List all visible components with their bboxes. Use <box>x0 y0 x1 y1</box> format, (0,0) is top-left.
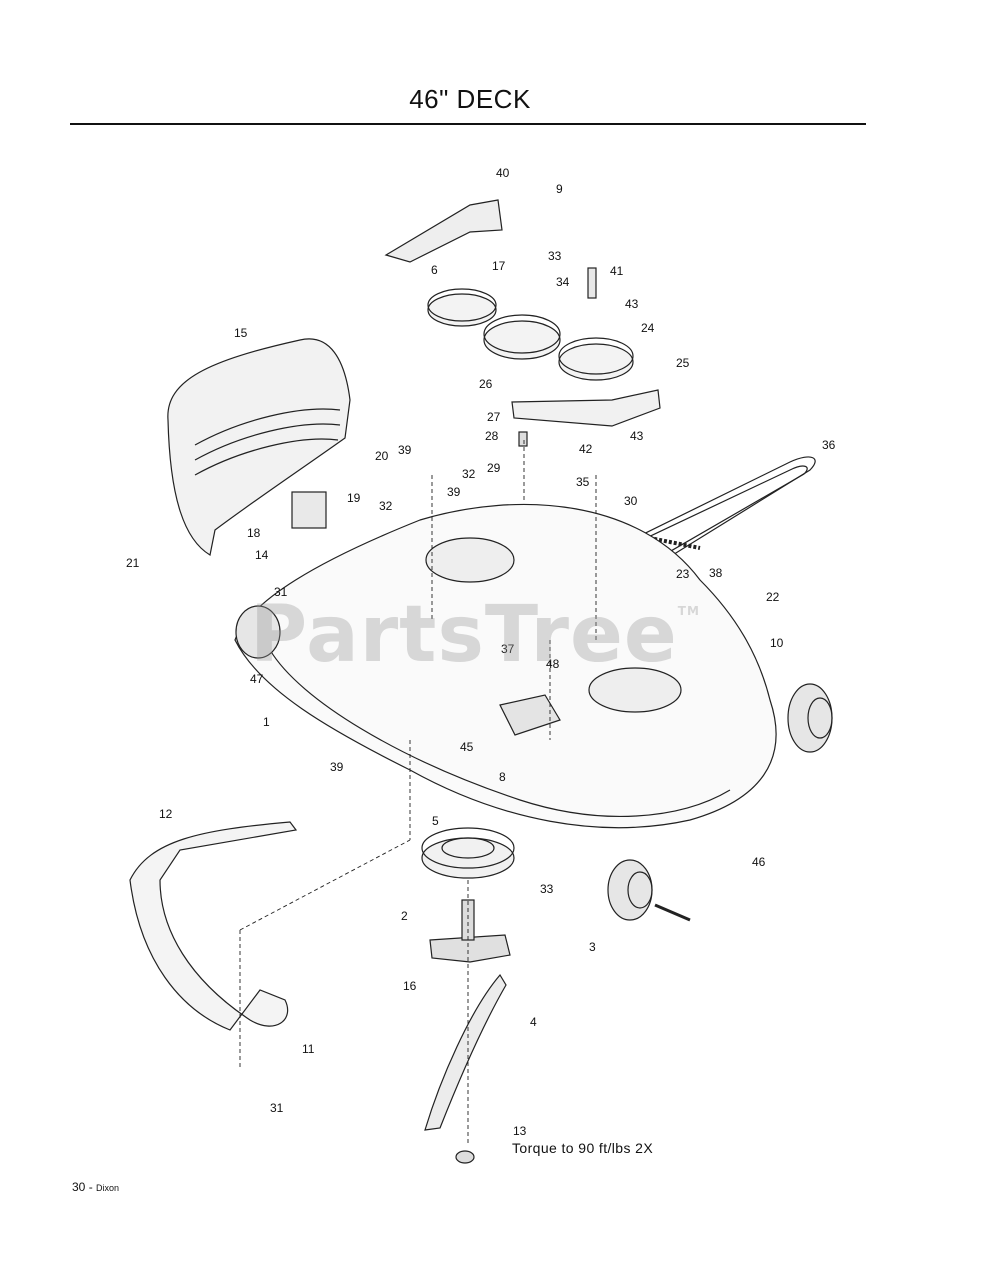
front-wheel-part <box>787 683 833 753</box>
callout-12: 12 <box>159 807 173 821</box>
callout-30: 30 <box>624 494 638 508</box>
callout-21: 21 <box>126 556 140 570</box>
callout-47: 47 <box>250 672 264 686</box>
callout-13: 13 <box>513 1124 527 1138</box>
callout-48: 48 <box>546 657 560 671</box>
callout-33: 33 <box>548 249 562 263</box>
callout-5: 5 <box>432 814 439 828</box>
callout-43: 43 <box>625 297 639 311</box>
callout-45: 45 <box>460 740 474 754</box>
idler-bracket-part <box>511 389 661 427</box>
callout-36: 36 <box>822 438 836 452</box>
footer-separator: - <box>88 1180 93 1194</box>
callout-26: 26 <box>479 377 493 391</box>
callout-33: 33 <box>540 882 554 896</box>
rear-wheel-part <box>607 859 653 921</box>
callout-19: 19 <box>347 491 361 505</box>
callout-8: 8 <box>499 770 506 784</box>
page-title: 46" DECK <box>409 84 531 114</box>
callout-37: 37 <box>501 642 515 656</box>
baffle-part <box>129 821 298 1031</box>
belt-cover-part <box>384 199 503 263</box>
callout-22: 22 <box>766 590 780 604</box>
callout-10: 10 <box>770 636 784 650</box>
callout-31: 31 <box>270 1101 284 1115</box>
callout-39: 39 <box>398 443 412 457</box>
blade-part <box>424 973 507 1131</box>
callout-2: 2 <box>401 909 408 923</box>
callout-3: 3 <box>589 940 596 954</box>
callout-34: 34 <box>556 275 570 289</box>
page-footer: 30 - Dixon <box>72 1180 119 1194</box>
callout-1: 1 <box>263 715 270 729</box>
callout-39: 39 <box>330 760 344 774</box>
callout-29: 29 <box>487 461 501 475</box>
callout-23: 23 <box>676 567 690 581</box>
callout-40: 40 <box>496 166 510 180</box>
callout-28: 28 <box>485 429 499 443</box>
callout-6: 6 <box>431 263 438 277</box>
callout-11: 11 <box>302 1042 315 1056</box>
callout-42: 42 <box>579 442 593 456</box>
callout-27: 27 <box>487 410 501 424</box>
torque-note: Torque to 90 ft/lbs 2X <box>512 1140 654 1156</box>
callout-24: 24 <box>641 321 655 335</box>
callout-16: 16 <box>403 979 417 993</box>
callout-35: 35 <box>576 475 590 489</box>
callout-17: 17 <box>492 259 506 273</box>
callout-14: 14 <box>255 548 269 562</box>
callout-32: 32 <box>462 467 476 481</box>
callout-25: 25 <box>676 356 690 370</box>
title-rule <box>70 123 866 125</box>
callout-43: 43 <box>630 429 644 443</box>
callout-31: 31 <box>274 585 288 599</box>
callout-20: 20 <box>375 449 389 463</box>
pulley-17 <box>427 293 497 327</box>
discharge-guard-part <box>167 338 351 556</box>
spindle-part <box>429 934 511 963</box>
callout-4: 4 <box>530 1015 537 1029</box>
pulley-26 <box>483 320 561 360</box>
callout-15: 15 <box>234 326 248 340</box>
page-number: 30 <box>72 1180 86 1194</box>
callout-9: 9 <box>556 182 563 196</box>
callout-38: 38 <box>709 566 723 580</box>
partstree-watermark: PartsTreeTM <box>250 590 700 680</box>
footer-brand: Dixon <box>96 1183 120 1193</box>
callout-32: 32 <box>379 499 393 513</box>
callout-41: 41 <box>610 264 624 278</box>
callout-39: 39 <box>447 485 461 499</box>
callout-18: 18 <box>247 526 261 540</box>
callout-46: 46 <box>752 855 766 869</box>
pulley-24 <box>558 343 634 381</box>
